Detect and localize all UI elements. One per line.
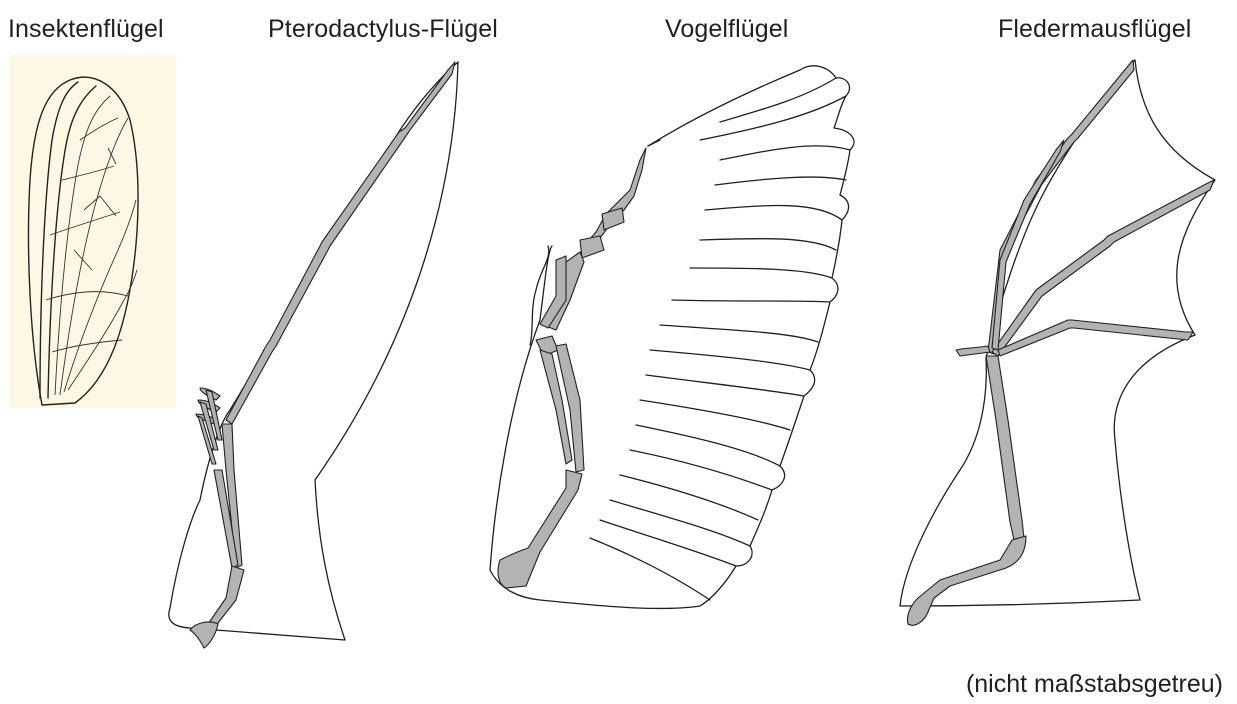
bird-carpal-bone [580,236,604,258]
bat-forearm-bone [986,356,1024,540]
pterodactylus-shoulder-bone [190,622,218,648]
bird-feather-lines [590,78,850,600]
bat-upper-arm-bone [907,536,1026,625]
pterodactylus-membrane [169,62,458,640]
bird-wing [490,66,854,609]
bat-finger-2-bone [988,60,1134,354]
bird-humerus-bone [498,470,582,588]
bird-finger-bone [582,148,646,252]
bat-thumb-bone [956,346,990,356]
bat-wing [900,60,1215,625]
insect-wing [10,55,176,408]
pterodactylus-upper-arm-bone [208,566,244,628]
pterodactylus-wing [169,62,458,648]
pterodactylus-finger-bone [226,62,455,424]
scale-note: (nicht maßstabsgetreu) [966,672,1223,697]
